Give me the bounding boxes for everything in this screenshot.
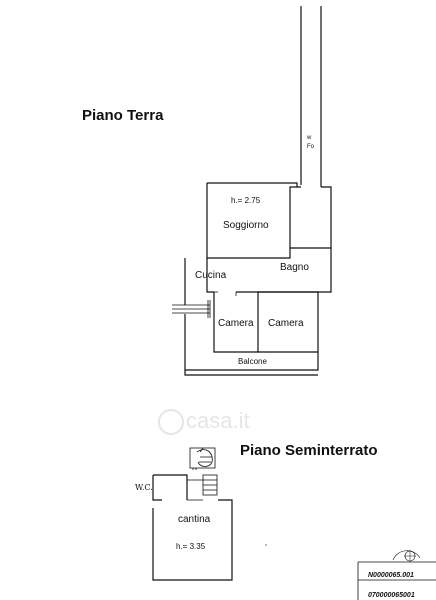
corridor-marks: w Fo bbox=[307, 135, 315, 150]
entry-door bbox=[172, 300, 211, 318]
camera-2-walls bbox=[258, 291, 318, 353]
room-label-bagno: Bagno bbox=[280, 262, 309, 273]
watermark-text: casa.it bbox=[186, 408, 250, 433]
basement-title: Piano Seminterrato bbox=[240, 442, 378, 459]
basement-height-label: h.= 3.35 bbox=[176, 542, 206, 551]
room-label-cucina: Cucina bbox=[195, 270, 227, 281]
camera-1-walls bbox=[213, 292, 259, 353]
bagno-walls bbox=[290, 186, 332, 293]
room-label-camera-1: Camera bbox=[218, 318, 254, 329]
room-label-balcone: Balcone bbox=[238, 357, 267, 366]
document-stamp-frame bbox=[357, 550, 436, 600]
watermark-logo-icon bbox=[158, 409, 184, 435]
balcony-walls bbox=[184, 370, 318, 376]
room-label-camera-2: Camera bbox=[268, 318, 304, 329]
ground-floor-height-label: h.= 2.75 bbox=[231, 196, 261, 205]
room-label-wc: W.C. bbox=[135, 483, 153, 492]
document-code-2: 070000065001 bbox=[368, 592, 415, 599]
soggiorno-walls bbox=[206, 182, 301, 259]
room-label-soggiorno: Soggiorno bbox=[223, 220, 269, 231]
basement-stair bbox=[187, 447, 218, 501]
cantina-walls bbox=[152, 475, 233, 581]
document-code-1: N0000065.001 bbox=[368, 572, 414, 579]
room-label-cantina: cantina bbox=[178, 514, 211, 525]
wc-walls bbox=[153, 474, 188, 500]
ground-floor-title: Piano Terra bbox=[82, 107, 164, 124]
